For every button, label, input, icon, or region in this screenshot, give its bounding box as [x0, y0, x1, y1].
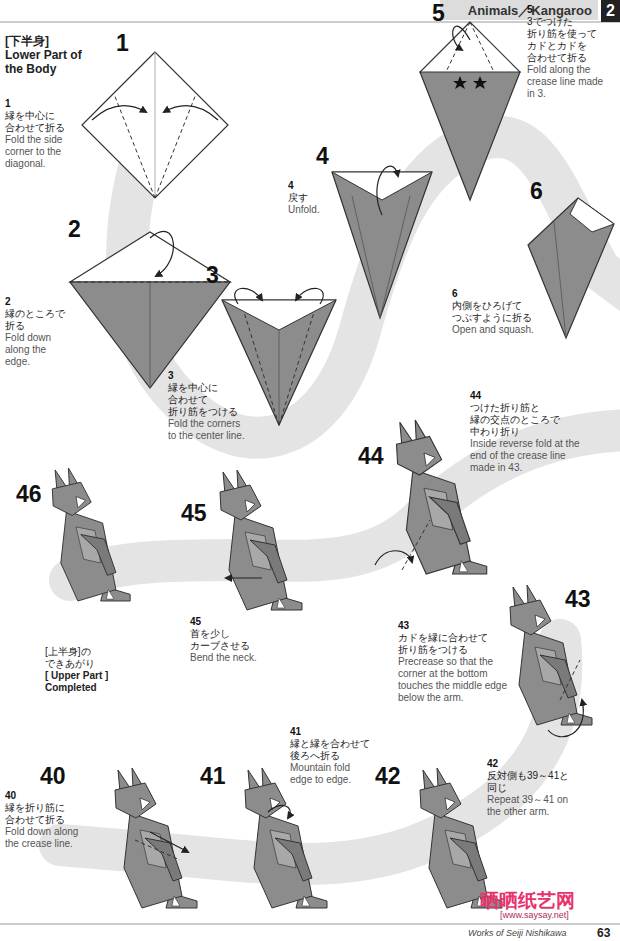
instruction-jp: 内側をひろげて つぶすように折る [452, 300, 537, 324]
instruction-jp: 首を少し カーブさせる [190, 628, 250, 652]
instruction-en: Fold the corners to the center line. [168, 418, 246, 442]
step-number: 5 [432, 0, 445, 26]
instruction-jp: つけた折り筋と 縁の交点のところで 中わり折り [470, 402, 566, 438]
instruction-en: Bend the neck. [190, 652, 270, 664]
step-ref: 45 [190, 616, 270, 628]
caption-group: 42反対側も39～41と 同じRepeat 39～41 on the other… [487, 758, 587, 818]
caption-group: 43カドを縁に合わせて 折り筋をつけるPrecrease so that the… [398, 620, 508, 704]
caption-group: 1縁を中心に 合わせて折るFold the side corner to the… [5, 98, 79, 170]
completion-jp: [上半身]の できあがり [45, 646, 115, 670]
step-ref: 2 [5, 296, 71, 308]
step-number: 41 [200, 763, 226, 789]
step-number: 2 [68, 216, 81, 242]
instruction-jp: 戻す [288, 192, 328, 204]
instruction-jp: 縁を折り筋に 合わせて折る [5, 802, 75, 826]
page-number: 63 [597, 926, 610, 940]
step-ref: 41 [290, 726, 380, 738]
step-number: 43 [565, 586, 591, 612]
step-number: 3 [206, 262, 219, 288]
caption-group: 53でつけた 折り筋を使って カドとカドを 合わせて折るFold along t… [527, 4, 613, 100]
completion-en: [ Upper Part ] Completed [45, 670, 129, 694]
instruction-en: Unfold. [288, 204, 330, 216]
caption-group: [上半身]の できあがり[ Upper Part ] Completed [45, 646, 129, 694]
step-ref: 42 [487, 758, 587, 770]
step-ref: 44 [470, 390, 588, 402]
section-heading: Lower Part of the Body [5, 48, 89, 76]
instruction-jp: 縁のところで 折る [5, 308, 71, 332]
step-number: 44 [358, 443, 384, 469]
watermark-url: [www.saysay.net] [500, 910, 569, 920]
step-number: 46 [16, 481, 42, 507]
instruction-en: Open and squash. [452, 324, 537, 336]
instruction-en: Fold along the crease line made in 3. [527, 64, 609, 100]
caption-group: 3縁を中心に 合わせて 折り筋をつけるFold the corners to t… [168, 370, 246, 442]
instruction-en: Mountain fold edge to edge. [290, 762, 370, 786]
step-ref: 43 [398, 620, 508, 632]
instruction-jp: 縁と縁を合わせて 後ろへ折る [290, 738, 380, 762]
instruction-en: Repeat 39～41 on the other arm. [487, 794, 579, 818]
caption-group: 4戻すUnfold. [288, 180, 330, 216]
step-number: 40 [40, 763, 66, 789]
step-ref: 6 [452, 288, 537, 300]
step-number: 1 [116, 30, 129, 56]
step-number: 6 [530, 178, 543, 204]
footer-credit: Works of Seiji Nishikawa [468, 928, 567, 938]
instruction-jp: 反対側も39～41と 同じ [487, 770, 587, 794]
step-number: 42 [375, 763, 401, 789]
caption-group: 41縁と縁を合わせて 後ろへ折るMountain fold edge to ed… [290, 726, 380, 786]
instruction-jp: 縁を中心に 合わせて折る [5, 110, 79, 134]
instruction-en: Fold the side corner to the diagonal. [5, 134, 79, 170]
section-heading: [下半身] [5, 34, 95, 48]
caption-group: 2縁のところで 折るFold down along the edge. [5, 296, 71, 368]
caption-group: 44つけた折り筋と 縁の交点のところで 中わり折りInside reverse … [470, 390, 588, 474]
step-number: 45 [181, 500, 207, 526]
chapter-number: 2 [606, 2, 615, 20]
instruction-en: Fold down along the crease line. [5, 826, 87, 850]
step-ref: 40 [5, 790, 87, 802]
instruction-jp: カドを縁に合わせて 折り筋をつける [398, 632, 493, 656]
step-ref: 3 [168, 370, 246, 382]
caption-group: [下半身]Lower Part of the Body [5, 34, 95, 76]
chapter-number-box: 2 [601, 0, 620, 22]
caption-group: 6内側をひろげて つぶすように折るOpen and squash. [452, 288, 537, 336]
step-ref: 1 [5, 98, 79, 110]
instruction-en: Inside reverse fold at the end of the cr… [470, 438, 588, 474]
step-ref: 5 [527, 4, 613, 16]
instruction-en: Fold down along the edge. [5, 332, 69, 368]
instruction-jp: 縁を中心に 合わせて 折り筋をつける [168, 382, 246, 418]
step-ref: 4 [288, 180, 330, 192]
instruction-en: Precrease so that the corner at the bott… [398, 656, 508, 704]
caption-group: 40縁を折り筋に 合わせて折るFold down along the creas… [5, 790, 87, 850]
instruction-jp: 3でつけた 折り筋を使って カドとカドを 合わせて折る [527, 16, 613, 64]
caption-group: 45首を少し カーブさせるBend the neck. [190, 616, 270, 664]
step-number: 4 [316, 143, 329, 169]
